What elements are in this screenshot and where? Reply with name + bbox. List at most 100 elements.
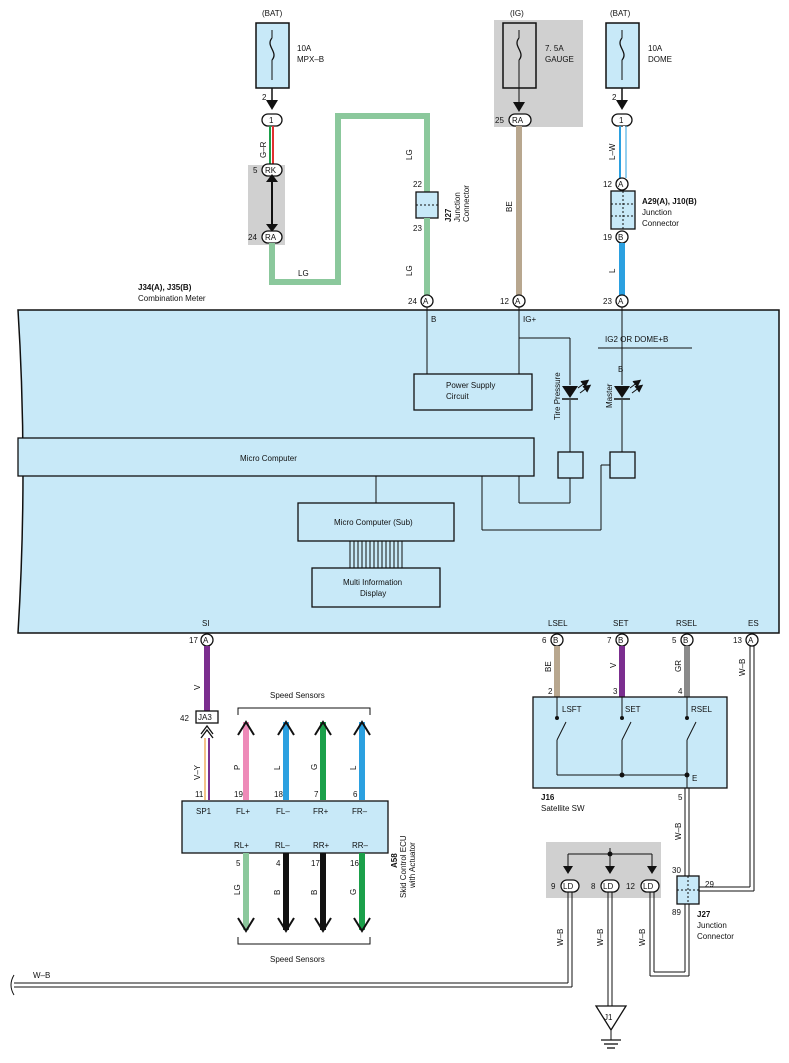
svg-text:Micro Computer: Micro Computer bbox=[240, 454, 297, 463]
svg-text:Junction: Junction bbox=[453, 192, 462, 222]
svg-text:5: 5 bbox=[672, 636, 677, 645]
svg-text:W–B: W–B bbox=[638, 929, 647, 946]
svg-text:L: L bbox=[273, 765, 282, 770]
svg-text:W–B: W–B bbox=[33, 971, 50, 980]
svg-text:GR: GR bbox=[674, 660, 683, 672]
svg-text:RSEL: RSEL bbox=[676, 619, 697, 628]
svg-text:RL+: RL+ bbox=[234, 841, 249, 850]
svg-text:4: 4 bbox=[678, 687, 683, 696]
svg-text:A: A bbox=[618, 297, 624, 306]
svg-text:A: A bbox=[748, 636, 754, 645]
svg-text:13: 13 bbox=[733, 636, 742, 645]
svg-text:Connector: Connector bbox=[642, 219, 679, 228]
svg-text:(BAT): (BAT) bbox=[610, 9, 631, 18]
svg-text:LD: LD bbox=[643, 882, 653, 891]
svg-text:L: L bbox=[349, 765, 358, 770]
svg-text:A29(A), J10(B): A29(A), J10(B) bbox=[642, 197, 697, 206]
svg-text:(IG): (IG) bbox=[510, 9, 524, 18]
svg-text:V–Y: V–Y bbox=[193, 764, 202, 780]
svg-text:9: 9 bbox=[551, 882, 556, 891]
svg-text:8: 8 bbox=[591, 882, 596, 891]
svg-text:LD: LD bbox=[563, 882, 573, 891]
svg-text:W–B: W–B bbox=[556, 929, 565, 946]
svg-text:30: 30 bbox=[672, 866, 681, 875]
fuse-gauge: (IG) 7. 5A GAUGE bbox=[502, 9, 574, 108]
svg-text:42: 42 bbox=[180, 714, 189, 723]
svg-text:GAUGE: GAUGE bbox=[545, 55, 574, 64]
dome-wire-chain: 2 1 L–W A 12 A29(A), J10(B) Junction Con… bbox=[603, 88, 697, 295]
svg-text:17: 17 bbox=[311, 859, 320, 868]
svg-text:BE: BE bbox=[505, 201, 514, 212]
svg-text:W–B: W–B bbox=[596, 929, 605, 946]
gauge-wire: RA 25 BE bbox=[495, 102, 532, 295]
svg-text:B: B bbox=[618, 636, 623, 645]
svg-text:5: 5 bbox=[678, 793, 683, 802]
svg-text:Junction: Junction bbox=[642, 208, 672, 217]
svg-text:B: B bbox=[273, 890, 282, 895]
svg-text:SET: SET bbox=[625, 705, 641, 714]
svg-text:J16: J16 bbox=[541, 793, 555, 802]
svg-text:1: 1 bbox=[269, 116, 274, 125]
svg-text:RR+: RR+ bbox=[313, 841, 330, 850]
svg-text:B: B bbox=[553, 636, 558, 645]
svg-text:23: 23 bbox=[413, 224, 422, 233]
svg-text:JA3: JA3 bbox=[198, 713, 212, 722]
svg-text:FR–: FR– bbox=[352, 807, 368, 816]
svg-text:LG: LG bbox=[405, 265, 414, 276]
svg-text:RL–: RL– bbox=[275, 841, 290, 850]
svg-text:A: A bbox=[515, 297, 521, 306]
svg-text:25: 25 bbox=[495, 116, 504, 125]
svg-text:IG2 OR DOME+B: IG2 OR DOME+B bbox=[605, 335, 668, 344]
svg-text:V: V bbox=[193, 684, 202, 690]
svg-text:W–B: W–B bbox=[738, 659, 747, 676]
svg-text:7: 7 bbox=[314, 790, 319, 799]
svg-text:B: B bbox=[310, 890, 319, 895]
svg-text:16: 16 bbox=[350, 859, 359, 868]
svg-text:RA: RA bbox=[512, 116, 524, 125]
svg-text:6: 6 bbox=[353, 790, 358, 799]
svg-text:with Actuator: with Actuator bbox=[408, 842, 417, 889]
svg-text:FL+: FL+ bbox=[236, 807, 250, 816]
svg-text:2: 2 bbox=[262, 93, 267, 102]
svg-text:Circuit: Circuit bbox=[446, 392, 469, 401]
svg-text:B: B bbox=[618, 365, 623, 374]
mpx-wire-chain: 2 1 G–R RK 5 RA 24 LG bbox=[248, 88, 430, 285]
svg-text:P: P bbox=[233, 765, 242, 770]
svg-text:BE: BE bbox=[544, 661, 553, 672]
svg-text:A: A bbox=[618, 180, 624, 189]
svg-text:89: 89 bbox=[672, 908, 681, 917]
svg-text:24: 24 bbox=[408, 297, 417, 306]
svg-text:G–R: G–R bbox=[259, 141, 268, 158]
svg-text:6: 6 bbox=[542, 636, 547, 645]
svg-text:2: 2 bbox=[548, 687, 553, 696]
skid-control-ecu: V 42 JA3 V–Y 11 Speed Sensors P L G L 19… bbox=[180, 646, 417, 964]
svg-text:J1: J1 bbox=[604, 1013, 613, 1022]
svg-text:E: E bbox=[692, 774, 697, 783]
svg-text:Connector: Connector bbox=[697, 932, 734, 941]
svg-text:Tire Pressure: Tire Pressure bbox=[553, 372, 562, 420]
fuse-mpx-b: (BAT) 10A MPX–B bbox=[255, 9, 324, 89]
svg-text:A: A bbox=[423, 297, 429, 306]
svg-text:5: 5 bbox=[236, 859, 241, 868]
svg-text:(BAT): (BAT) bbox=[262, 9, 283, 18]
svg-text:RR–: RR– bbox=[352, 841, 369, 850]
svg-text:A: A bbox=[203, 636, 209, 645]
svg-text:J27: J27 bbox=[697, 910, 711, 919]
svg-text:SI: SI bbox=[202, 619, 210, 628]
j27-top-connector: LG 22 23 J27 Junction Connector LG bbox=[405, 149, 471, 295]
svg-text:B: B bbox=[431, 315, 436, 324]
svg-text:L: L bbox=[608, 268, 617, 273]
svg-text:LG: LG bbox=[298, 269, 309, 278]
svg-text:Satellite SW: Satellite SW bbox=[541, 804, 585, 813]
svg-text:5: 5 bbox=[253, 166, 258, 175]
svg-text:DOME: DOME bbox=[648, 55, 672, 64]
svg-text:FR+: FR+ bbox=[313, 807, 329, 816]
svg-text:G: G bbox=[310, 764, 319, 770]
svg-text:23: 23 bbox=[603, 297, 612, 306]
satellite-switch: BE V GR 2 3 4 LSFT SET RSEL E J16 Satell… bbox=[532, 646, 755, 892]
svg-text:J27: J27 bbox=[444, 208, 453, 222]
j27-bottom-connector: 30 29 89 J27 Junction Connector bbox=[672, 866, 734, 976]
svg-text:Speed Sensors: Speed Sensors bbox=[270, 691, 325, 700]
svg-text:ES: ES bbox=[748, 619, 759, 628]
svg-text:12: 12 bbox=[603, 180, 612, 189]
